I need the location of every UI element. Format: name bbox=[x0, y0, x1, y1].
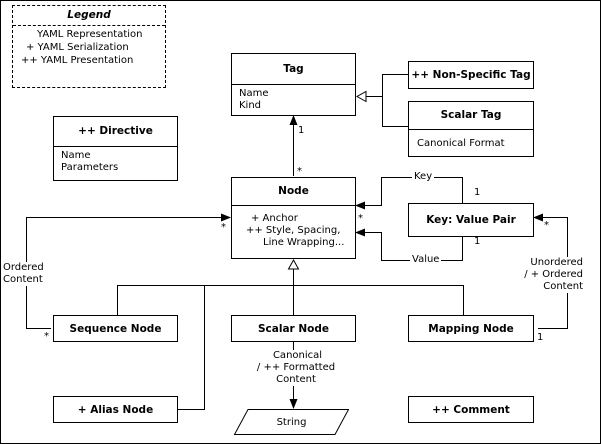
legend-entry: + YAML Serialization bbox=[26, 42, 129, 53]
multiplicity-pair-many: * bbox=[544, 220, 549, 231]
value-association bbox=[355, 228, 463, 261]
mapping-node-class-name: Mapping Node bbox=[428, 322, 514, 335]
node-class-name: Node bbox=[278, 184, 309, 197]
scalar-node-class: Scalar Node bbox=[231, 315, 356, 342]
directive-attribute: Parameters bbox=[61, 162, 119, 173]
key-value-pair-class: Key: Value Pair bbox=[408, 203, 534, 237]
comment-class-name: ++ Comment bbox=[432, 403, 510, 416]
legend-title: Legend bbox=[67, 9, 111, 21]
ordered-content-label: Ordered Content bbox=[3, 262, 44, 286]
directive-attribute: Name bbox=[61, 150, 91, 161]
non-specific-tag-class: ++ Non-Specific Tag bbox=[408, 61, 534, 89]
alias-node-class-name: + Alias Node bbox=[77, 403, 154, 416]
multiplicity-sequence-many: * bbox=[44, 331, 49, 342]
multiplicity-tag-one: 1 bbox=[298, 125, 305, 136]
node-attribute: Line Wrapping... bbox=[263, 237, 345, 248]
multiplicity-value-one: 1 bbox=[474, 236, 481, 247]
multiplicity-key-one: 1 bbox=[474, 187, 481, 198]
multiplicity-node-many: * bbox=[297, 166, 302, 177]
directive-class: ++ Directive Name Parameters bbox=[53, 116, 178, 181]
node-attribute: ++ Style, Spacing, bbox=[246, 225, 341, 236]
node-attribute: + Anchor bbox=[251, 213, 298, 224]
scalar-node-class-name: Scalar Node bbox=[257, 322, 330, 335]
scalar-tag-attribute: Canonical Format bbox=[417, 138, 505, 149]
string-label: String bbox=[276, 416, 307, 428]
key-association bbox=[355, 177, 463, 210]
ordered-content-association bbox=[26, 213, 231, 329]
mapping-node-class: Mapping Node bbox=[408, 315, 534, 342]
multiplicity-mapping-one: 1 bbox=[537, 332, 544, 343]
string-datatype: String bbox=[234, 409, 349, 435]
value-label: Value bbox=[410, 254, 442, 266]
tag-attribute: Kind bbox=[239, 100, 262, 111]
string-shape bbox=[234, 409, 349, 435]
canonical-content-label: Canonical / ++ Formatted Content bbox=[253, 350, 339, 386]
scalar-tag-class: Scalar Tag Canonical Format bbox=[408, 101, 534, 157]
key-label: Key bbox=[412, 171, 435, 183]
unordered-content-label: Unordered / + Ordered Content bbox=[517, 257, 583, 293]
multiplicity-node-many: * bbox=[221, 222, 226, 233]
node-class: Node + Anchor ++ Style, Spacing, Line Wr… bbox=[231, 177, 356, 259]
alias-node-class: + Alias Node bbox=[53, 396, 178, 423]
multiplicity-node-many: * bbox=[358, 213, 363, 224]
legend-entry: ++ YAML Presentation bbox=[21, 55, 134, 66]
directive-class-name: ++ Directive bbox=[78, 125, 153, 137]
tag-class: Tag Name Kind bbox=[231, 53, 356, 116]
sequence-node-class: Sequence Node bbox=[53, 315, 178, 342]
tag-generalization bbox=[357, 74, 409, 127]
tag-attribute: Name bbox=[239, 88, 269, 99]
tag-class-name: Tag bbox=[283, 62, 304, 75]
comment-class: ++ Comment bbox=[408, 396, 534, 423]
legend: Legend YAML Representation + YAML Serial… bbox=[12, 5, 166, 88]
sequence-node-class-name: Sequence Node bbox=[69, 322, 162, 335]
legend-entry: YAML Representation bbox=[37, 29, 143, 40]
key-value-pair-class-name: Key: Value Pair bbox=[426, 214, 516, 226]
scalar-tag-class-name: Scalar Tag bbox=[440, 109, 502, 121]
non-specific-tag-class-name: ++ Non-Specific Tag bbox=[411, 69, 531, 81]
